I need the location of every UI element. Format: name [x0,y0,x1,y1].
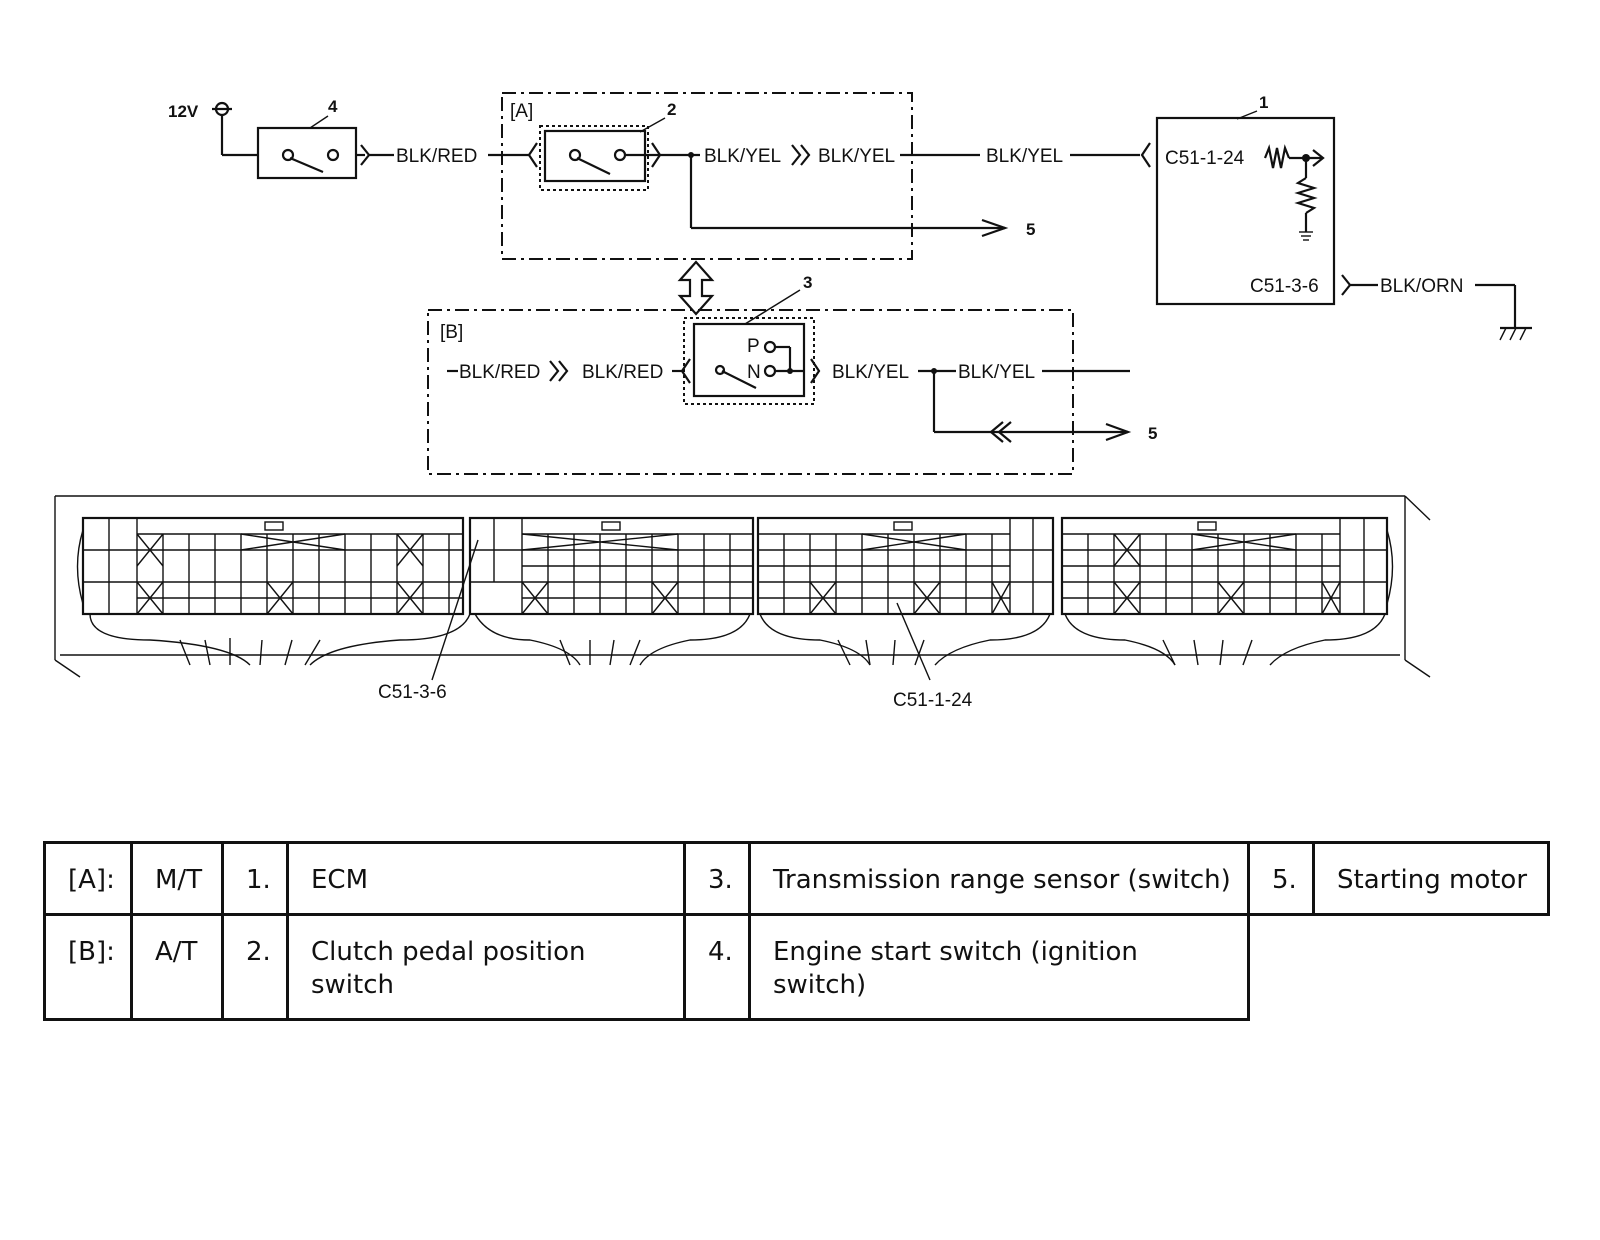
connector-c51-3-6-ecm: C51-3-6 [1250,276,1319,297]
box-b-label: [B] [440,322,463,343]
legend-empty-cell [1248,913,1549,1020]
legend-cell: Clutch pedal position switch [286,913,686,1021]
legend-cell: 2. [221,913,289,1021]
voltage-label: 12V [168,102,199,121]
callout-4: 4 [328,97,338,116]
tr-sensor-n-label: N [747,362,761,383]
legend-cell: 3. [683,841,751,916]
wire-label-blk-red-b1: BLK/RED [459,362,540,383]
either-or-arrow-icon [677,260,715,316]
callout-5-b: 5 [1148,424,1157,443]
connector-face-label-c51-1-24: C51-1-24 [893,690,973,711]
wire-label-blk-red-a: BLK/RED [396,146,477,167]
legend-cell: Transmission range sensor (switch) [748,841,1250,916]
connector-c51-1-24-ecm: C51-1-24 [1165,148,1245,169]
wire-label-blk-yel-main: BLK/YEL [986,146,1063,167]
wire-label-blk-yel-a1: BLK/YEL [704,146,781,167]
wire-label-blk-yel-a2: BLK/YEL [818,146,895,167]
box-a-label: [A] [510,101,533,122]
wire-label-blk-red-b2: BLK/RED [582,362,663,383]
box-a-mt: [A] 2 5 BLK/YEL BLK/YEL [501,92,1035,260]
connector-face-label-c51-3-6: C51-3-6 [378,682,447,703]
power-source: 12V [168,101,258,157]
callout-2: 2 [667,100,676,119]
tr-sensor-p-label: P [747,336,760,357]
ground-icon [1499,326,1532,341]
legend-cell: 5. [1247,841,1315,916]
legend-cell: [A]: [43,841,133,916]
engine-start-switch: 4 [256,97,365,180]
ecm-connector-face [54,495,1431,681]
wire-label-blk-yel-b1: BLK/YEL [832,362,909,383]
callout-3: 3 [803,273,812,292]
legend-cell: Engine start switch (ignition switch) [748,913,1250,1021]
legend-cell: 1. [221,841,289,916]
wiring-diagram: 12V 4 BLK/RED [A] 2 5 [54,92,1532,711]
legend-cell: ECM [286,841,686,916]
legend-row: [B]: A/T 2. Clutch pedal position switch… [43,913,1549,1021]
legend-row: [A]: M/T 1. ECM 3. Transmission range se… [43,841,1550,916]
legend-cell: A/T [130,913,224,1021]
wire-label-blk-yel-b2: BLK/YEL [958,362,1035,383]
legend-cell: 4. [683,913,751,1021]
callout-5-a: 5 [1026,220,1035,239]
callout-1: 1 [1259,93,1268,112]
legend-cell: M/T [130,841,224,916]
legend-cell: Starting motor [1312,841,1550,916]
wire-label-blk-orn: BLK/ORN [1380,276,1463,297]
legend-table: [A]: M/T 1. ECM 3. Transmission range se… [43,841,1550,1021]
legend-cell: [B]: [43,913,133,1021]
ecm: 1 C51-1-24 C51-3-6 [1155,93,1336,306]
box-b-at: [B] BLK/RED BLK/RED 3 P N BLK/YEL BLK/YE… [427,273,1157,475]
